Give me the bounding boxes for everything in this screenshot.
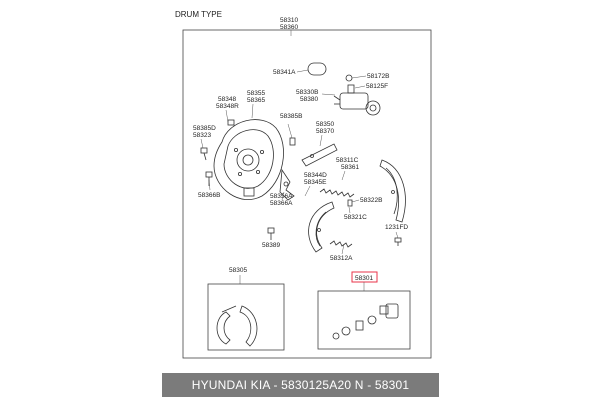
label-58385B[interactable]: 58385B bbox=[280, 113, 302, 120]
subgroup-box-58301 bbox=[317, 290, 411, 350]
label-58360[interactable]: 58360 bbox=[280, 24, 298, 31]
subgroup-box-58305 bbox=[207, 283, 285, 351]
wheel-cylinder-part bbox=[333, 74, 381, 116]
label-58125F[interactable]: 58125F bbox=[366, 83, 388, 90]
label-58172B[interactable]: 58172B bbox=[367, 73, 389, 80]
label-58321C[interactable]: 58321C bbox=[344, 214, 367, 221]
label-58348[interactable]: 58348 bbox=[218, 96, 236, 103]
leader-line bbox=[348, 206, 351, 214]
label-58366A[interactable]: 58366A bbox=[270, 200, 293, 207]
diagram-frame bbox=[182, 29, 432, 359]
label-58330B[interactable]: 58330B bbox=[296, 89, 318, 96]
brake-shoe-right-part bbox=[379, 159, 406, 223]
leader-line bbox=[351, 75, 367, 79]
label-58322B[interactable]: 58322B bbox=[360, 197, 382, 204]
leader-line bbox=[296, 69, 309, 73]
pin-part bbox=[289, 137, 296, 146]
strut-part bbox=[301, 143, 338, 167]
label-58366B[interactable]: 58366B bbox=[198, 192, 220, 199]
bolt-part bbox=[200, 147, 208, 161]
pin-part bbox=[347, 199, 353, 207]
leader-line bbox=[304, 185, 311, 197]
label-58312A[interactable]: 58312A bbox=[330, 255, 353, 262]
wheel-cylinder-kit-part bbox=[332, 303, 399, 340]
leader-line bbox=[281, 191, 285, 201]
leader-line bbox=[354, 85, 366, 89]
leader-line bbox=[395, 231, 399, 239]
bolt-part bbox=[205, 171, 213, 186]
brake-shoe-left-part bbox=[308, 201, 335, 253]
leader-line bbox=[321, 93, 336, 96]
label-58341A[interactable]: 58341A bbox=[273, 69, 296, 76]
highlight-box-58301 bbox=[351, 271, 378, 283]
label-58323[interactable]: 58323 bbox=[193, 132, 211, 139]
label-58311C[interactable]: 58311C bbox=[336, 157, 359, 164]
brake-shoe-set-part bbox=[216, 305, 258, 347]
spring-part bbox=[319, 188, 355, 198]
bolt-part bbox=[394, 237, 402, 246]
label-58365[interactable]: 58365 bbox=[247, 97, 265, 104]
label-58310[interactable]: 58310 bbox=[280, 17, 298, 24]
label-58345E[interactable]: 58345E bbox=[304, 179, 327, 186]
leader-line bbox=[319, 134, 323, 147]
label-58389[interactable]: 58389 bbox=[262, 242, 280, 249]
label-1231FD[interactable]: 1231FD bbox=[385, 224, 408, 231]
leader-line bbox=[341, 170, 346, 181]
label-58348R[interactable]: 58348R bbox=[216, 103, 239, 110]
label-58305[interactable]: 58305 bbox=[229, 267, 247, 274]
leader-line bbox=[341, 243, 345, 255]
diagram-title: DRUM TYPE bbox=[175, 10, 222, 19]
label-58344D[interactable]: 58344D bbox=[304, 172, 327, 179]
bolt-part bbox=[267, 227, 275, 240]
label-58385D[interactable]: 58385D bbox=[193, 125, 216, 132]
leader-line bbox=[287, 123, 293, 139]
label-58355[interactable]: 58355 bbox=[247, 90, 265, 97]
label-58361[interactable]: 58361 bbox=[341, 164, 359, 171]
spring-part bbox=[329, 240, 353, 248]
backing-plate-part bbox=[213, 119, 284, 200]
label-58356A[interactable]: 58356A bbox=[270, 193, 293, 200]
label-58380[interactable]: 58380 bbox=[300, 96, 318, 103]
leader-line bbox=[351, 199, 360, 203]
leader-line bbox=[251, 103, 254, 119]
clip-part bbox=[307, 62, 327, 76]
leader-line bbox=[200, 138, 204, 149]
label-58301[interactable]: 58301 bbox=[355, 275, 373, 282]
part-number-banner: HYUNDAI KIA - 5830125A20 N - 58301 bbox=[162, 373, 439, 397]
label-58350[interactable]: 58350 bbox=[316, 121, 334, 128]
adjuster-part bbox=[279, 168, 295, 201]
label-58370[interactable]: 58370 bbox=[316, 128, 334, 135]
